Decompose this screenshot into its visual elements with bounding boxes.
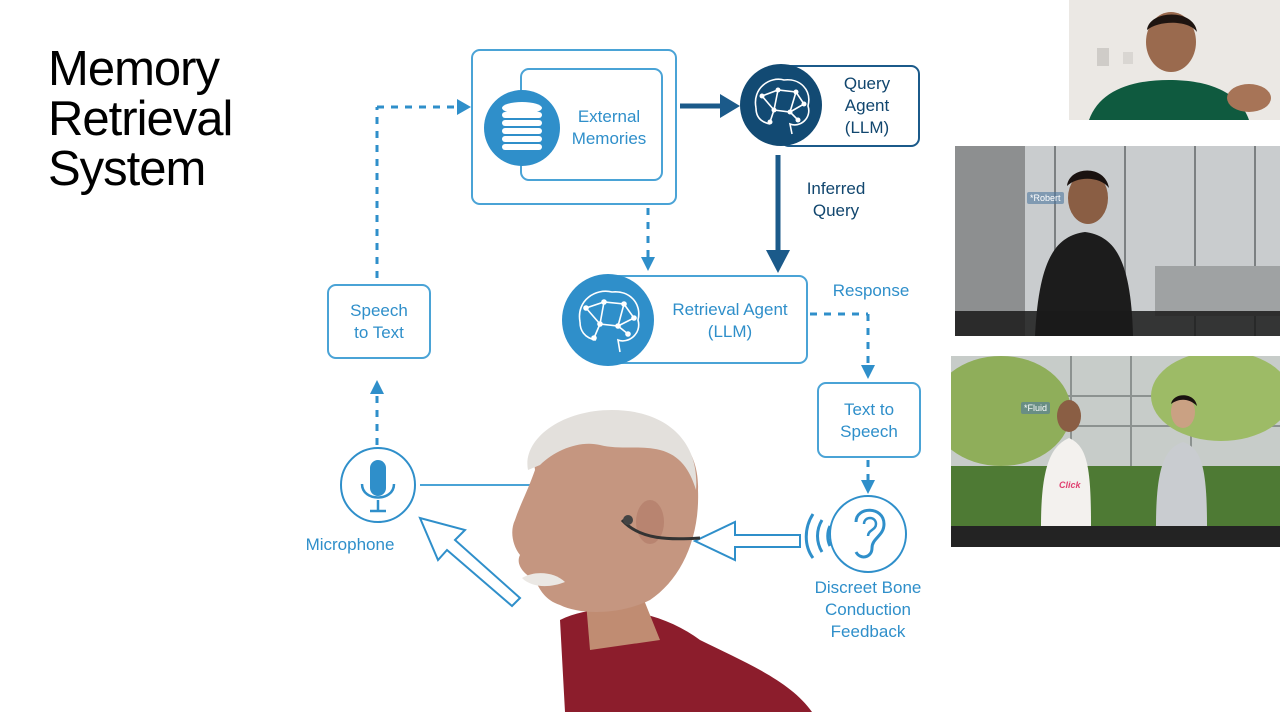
bone-conduction-label: Discreet Bone Conduction Feedback [814,578,922,641]
voice-to-mic-arrow [418,516,522,608]
arrowhead-to-query [720,94,740,118]
arrowhead-to-retrieval [766,250,790,273]
arrowhead-to-stt [370,380,384,394]
presenter-webcam [1069,0,1280,120]
response-arrow [810,312,870,366]
bone-conduction-arrow [692,520,801,562]
query-agent-label: Query Agent (LLM) [843,74,891,137]
arrowhead-to-memory [457,99,471,115]
microphone-label: Microphone [305,535,395,554]
slide-title: Memory Retrieval System [48,42,233,196]
external-memories-label: External Memories [571,107,647,148]
response-label: Response [832,281,910,300]
scene-1-name-tag: *Robert [1027,192,1064,204]
title-line-1: Memory [48,42,220,96]
demo-video-scene-2: *Fluid Click [951,356,1280,547]
text-to-speech-box [817,382,921,458]
demo-video-scene-1: *Robert [955,146,1280,336]
speech-to-text-label: Speech to Text [350,301,408,342]
inferred-query-label: Inferred Query [806,179,866,220]
brain-network-icon [562,274,654,366]
database-icon [484,90,560,166]
scene-2-name-tag: *Fluid [1021,402,1051,414]
arrowhead-to-ear [861,480,875,494]
speech-to-memory-arrow [375,105,458,278]
speech-to-text-box [327,284,431,359]
brain-network-icon [740,64,822,146]
title-line-3: System [48,142,206,196]
ear-icon [804,495,907,573]
arrowhead-to-tts [861,365,875,379]
person-illustration [512,410,812,712]
arrowhead-memory-retrieval [641,257,655,271]
title-line-2: Retrieval [48,92,233,146]
scene-2-click-label: Click [1059,480,1081,490]
text-to-speech-label: Text to Speech [840,400,898,441]
retrieval-agent-label: Retrieval Agent (LLM) [672,300,788,341]
microphone-icon [340,447,416,523]
